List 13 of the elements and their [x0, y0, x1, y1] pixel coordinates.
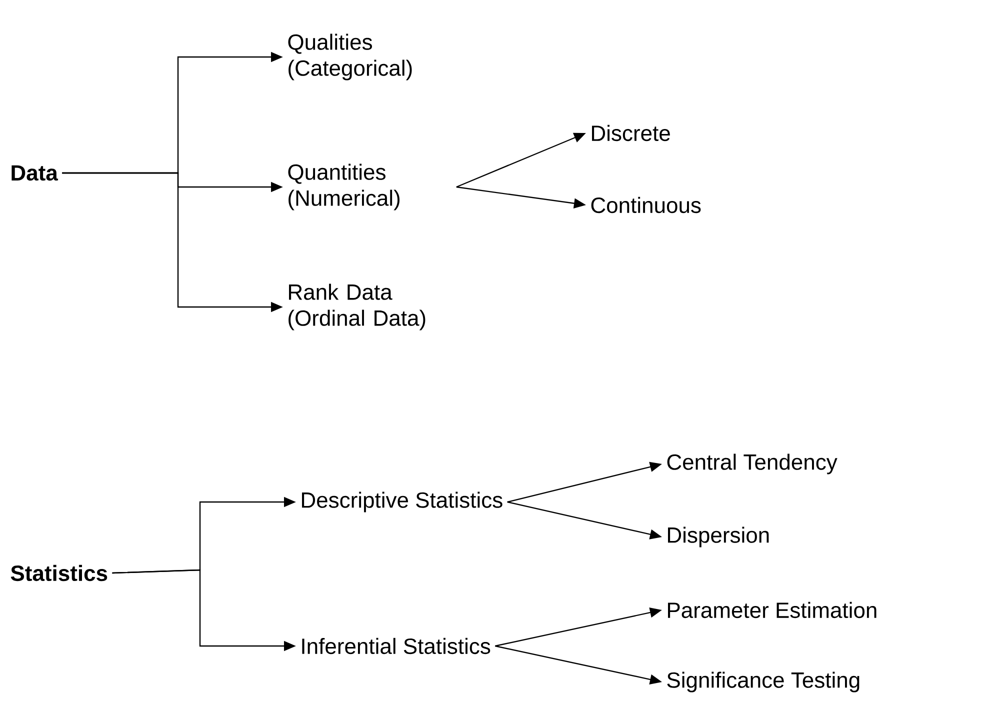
node-label: Dispersion	[668, 526, 769, 548]
node-label: Significance Testing	[667, 672, 860, 692]
node-label: Data	[12, 165, 58, 181]
node-label: Statistics	[10, 564, 108, 582]
node-label: Inferential Statistics	[302, 638, 490, 654]
node-label: Rank Data (Ordinal Data)	[288, 284, 426, 330]
node-label: Discrete	[592, 124, 670, 142]
node-label: Continuous	[591, 196, 701, 214]
node-label: Descriptive Statistics	[302, 492, 502, 512]
node-label: Qualities (Categorical)	[288, 34, 412, 80]
node-label: Parameter Estimation	[668, 602, 876, 618]
node-label: Quantities (Numerical)	[288, 164, 400, 210]
node-label: Central Tendency	[667, 454, 838, 474]
